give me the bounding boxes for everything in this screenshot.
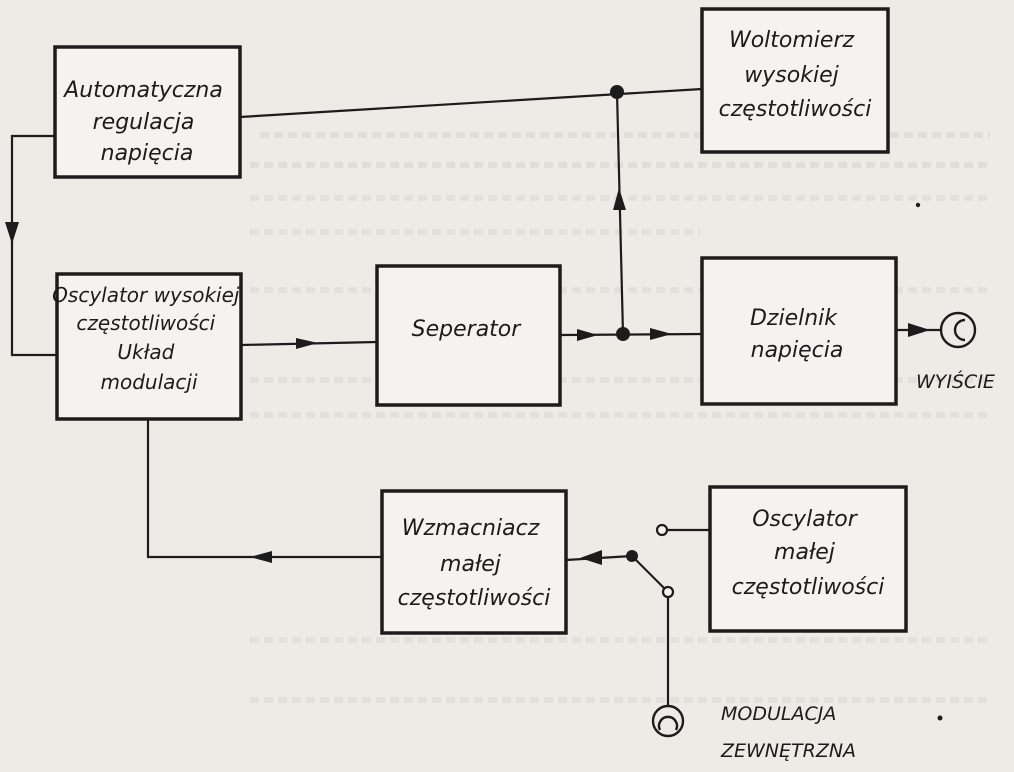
external-modulation-connector-icon bbox=[651, 704, 685, 738]
label-lf-oscillator: Oscylator małej częstotliwości bbox=[732, 507, 885, 600]
junction-node-separator-out bbox=[616, 327, 630, 341]
switch-blade bbox=[631, 555, 668, 592]
external-modulation-label: MODULACJA ZEWNĘTRZNA bbox=[720, 703, 856, 762]
label-divider: Dzielnik napięcia bbox=[750, 306, 844, 363]
arrow-right-to-separator bbox=[296, 338, 318, 349]
block-automatic-voltage-regulation bbox=[53, 45, 242, 179]
block-voltage-divider bbox=[700, 256, 898, 406]
arrow-right-separator-out bbox=[577, 329, 598, 341]
label-arn: Automatyczna regulacja napięcia bbox=[62, 78, 230, 166]
output-label: WYIŚCIE bbox=[916, 369, 995, 393]
arrow-right-to-divider bbox=[650, 328, 672, 340]
wire-arn-to-oscillator bbox=[10, 134, 57, 357]
switch-contact-external bbox=[661, 585, 675, 599]
switch-pivot-node bbox=[626, 550, 638, 562]
wire-junction-up-to-voltmeter bbox=[615, 91, 625, 335]
wire-amplifier-to-oscillator bbox=[146, 419, 382, 559]
block-hf-oscillator bbox=[55, 272, 243, 421]
block-lf-amplifier bbox=[380, 489, 568, 635]
arrow-left-to-amplifier bbox=[580, 550, 602, 565]
arrow-up-to-voltmeter bbox=[613, 188, 626, 210]
wire-arn-to-voltmeter bbox=[239, 87, 703, 119]
label-hf-oscillator: Oscylator wysokiej częstotliwości Układ … bbox=[52, 283, 246, 394]
output-connector-icon bbox=[939, 311, 977, 349]
block-hf-voltmeter bbox=[700, 7, 890, 154]
scan-speck bbox=[937, 715, 943, 721]
block-separator bbox=[375, 264, 562, 407]
scan-speck bbox=[915, 202, 921, 208]
label-separator: Seperator bbox=[412, 317, 523, 342]
block-lf-oscillator bbox=[708, 485, 908, 633]
junction-node-voltmeter bbox=[610, 85, 624, 99]
arrow-down-arn bbox=[5, 222, 19, 244]
arrow-right-to-output bbox=[908, 323, 930, 337]
switch-contact-lf-oscillator bbox=[655, 523, 669, 537]
label-lf-amplifier: Wzmacniacz małej częstotliwości bbox=[398, 516, 551, 611]
label-voltmeter: Woltomierz wysokiej częstotliwości bbox=[719, 28, 872, 122]
arrow-left-to-oscillator bbox=[250, 551, 272, 563]
